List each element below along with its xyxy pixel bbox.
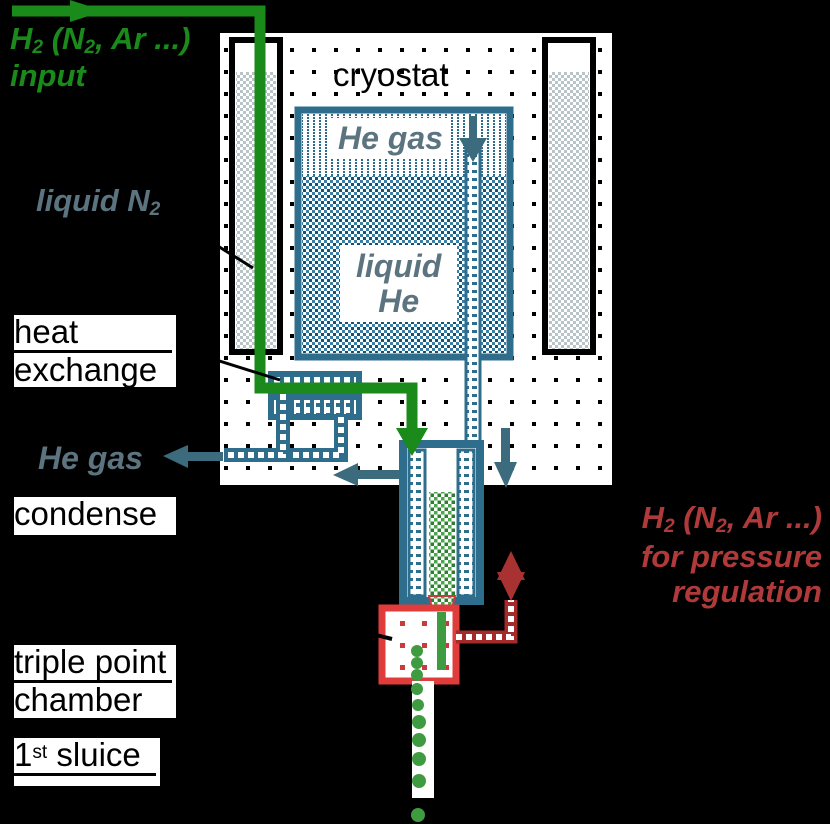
- liquid-n2-dewar-right: [542, 37, 596, 355]
- he-transfer-arrow-down: [459, 116, 487, 162]
- pressure-arrow-up-down: [497, 551, 525, 601]
- triple-point-line1: triple point: [14, 645, 172, 683]
- heat-exchanger-lower: [268, 394, 362, 420]
- liquid-he-line1: liquid: [356, 248, 442, 284]
- label-he-gas-vessel: He gas: [330, 118, 451, 159]
- h2-condense-arrow-down: [396, 428, 428, 456]
- label-liquid-n2: liquid N2: [36, 183, 161, 221]
- leader-line-liquid-n2: [172, 216, 254, 270]
- pressure-line3: regulation: [672, 574, 822, 610]
- label-he-gas-out: He gas: [38, 440, 143, 476]
- he-flow-arrow-inner: [333, 463, 405, 486]
- heat-exchange-line1: heat: [14, 315, 172, 353]
- label-cryostat: cryostat: [333, 56, 449, 93]
- h2-input-pipe: [12, 5, 418, 440]
- label-liquid-he: liquid He: [340, 245, 458, 323]
- label-pressure-regulation: H2 (N2, Ar ...) for pressure regulation: [641, 500, 822, 610]
- label-triple-point-chamber: triple point chamber: [14, 645, 176, 718]
- label-first-sluice: 1st sluice: [14, 738, 160, 786]
- pressure-regulation-pipe: [456, 600, 518, 644]
- liquid-he-line2: He: [378, 282, 420, 319]
- first-sluice-text: 1st sluice: [14, 738, 156, 776]
- leader-line-triple-point: [359, 629, 393, 641]
- he-exhaust-pipe-outer: [224, 394, 290, 462]
- pressure-line1: H2 (N2, Ar ...): [641, 500, 822, 538]
- pressure-line2: for pressure: [641, 538, 822, 574]
- heat-exchange-line2: exchange: [14, 350, 158, 387]
- condenser: [399, 440, 484, 649]
- label-heat-exchange: heat exchange: [14, 315, 176, 387]
- he-exhaust-arrow-left: [163, 445, 223, 468]
- h2-input-line1: H2 (N2, Ar ...): [10, 21, 191, 59]
- label-condense: condense: [14, 497, 176, 535]
- triple-point-line2: chamber: [14, 680, 143, 718]
- h2-input-arrow-right: [70, 0, 104, 22]
- hydrogen-droplets: [411, 645, 426, 822]
- he-return-arrow-down: [494, 428, 517, 488]
- h2-input-line2: input: [10, 57, 86, 93]
- label-h2-input: H2 (N2, Ar ...) input: [10, 21, 191, 93]
